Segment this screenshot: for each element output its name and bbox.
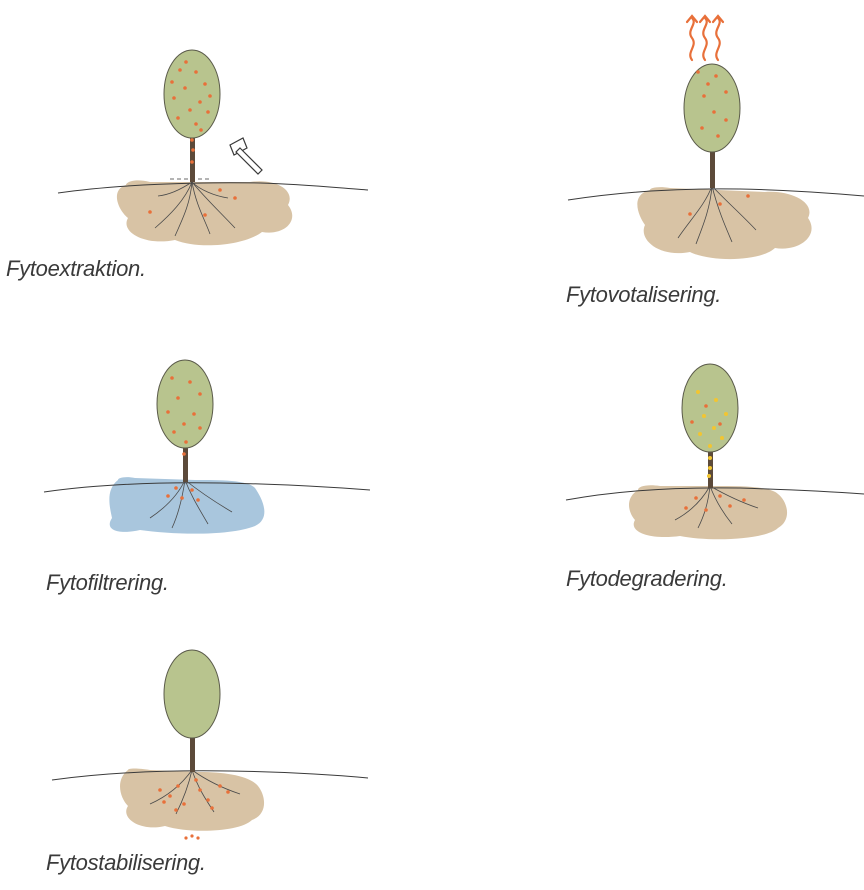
phytofiltration-illustration bbox=[0, 330, 420, 610]
evaporation-arrows-icon bbox=[687, 16, 723, 60]
phytovolatilization-illustration bbox=[520, 0, 864, 320]
panel-phytofiltration: Fytofiltrering. bbox=[0, 330, 420, 610]
panel-phytoextraction: Fytoextraktion. bbox=[0, 0, 420, 300]
caption-phytoextraction: Fytoextraktion. bbox=[6, 256, 146, 282]
soil-patch bbox=[120, 769, 264, 831]
caption-phytofiltration: Fytofiltrering. bbox=[46, 570, 169, 596]
soil-patch bbox=[629, 485, 787, 539]
canopy bbox=[164, 50, 220, 138]
caption-phytovolatilization: Fytovotalisering. bbox=[566, 282, 721, 308]
canopy bbox=[684, 64, 740, 152]
canopy bbox=[164, 650, 220, 738]
phytoextraction-illustration bbox=[0, 0, 420, 300]
panel-phytodegradation: Fytodegradering. bbox=[520, 330, 864, 610]
axe-icon bbox=[230, 138, 262, 174]
soil-patch bbox=[117, 180, 292, 245]
canopy bbox=[157, 360, 213, 448]
water-patch bbox=[109, 477, 264, 534]
panel-phytostabilization: Fytostabilisering. bbox=[0, 620, 420, 890]
canopy bbox=[682, 364, 738, 452]
caption-phytostabilization: Fytostabilisering. bbox=[46, 850, 206, 876]
caption-phytodegradation: Fytodegradering. bbox=[566, 566, 728, 592]
panel-phytovolatilization: Fytovotalisering. bbox=[520, 0, 864, 320]
